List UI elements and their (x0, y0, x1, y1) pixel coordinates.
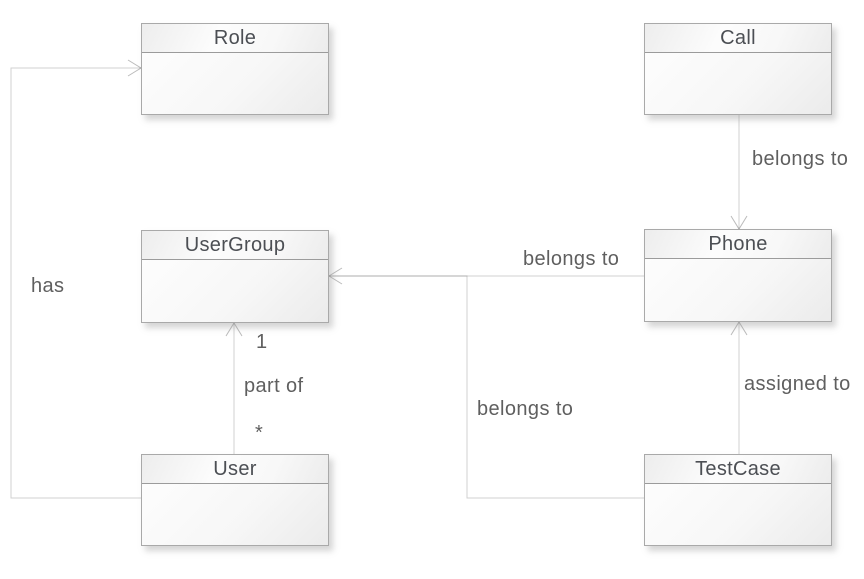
edge-testcase-belongsto-usergroup[interactable] (329, 275, 644, 499)
arrowhead-phone-belongsto-usergroup (328, 267, 343, 285)
node-body-call (645, 53, 831, 114)
node-title-testcase: TestCase (645, 455, 831, 484)
node-body-user (142, 484, 328, 545)
node-body-phone (645, 259, 831, 321)
class-node-usergroup[interactable]: UserGroup (141, 230, 329, 323)
node-title-phone: Phone (645, 230, 831, 259)
node-body-testcase (645, 484, 831, 545)
arrowhead-testcase-assignedto-phone (730, 321, 748, 336)
edge-user-partof-usergroup[interactable] (225, 322, 243, 454)
class-node-phone[interactable]: Phone (644, 229, 832, 322)
edge-label-user-partof-usergroup-2[interactable]: * (255, 422, 264, 444)
edge-phone-belongsto-usergroup[interactable] (328, 267, 644, 285)
node-title-role: Role (142, 24, 328, 53)
edge-label-phone-belongsto-usergroup-0[interactable]: belongs to (523, 248, 620, 270)
edge-label-user-partof-usergroup-1[interactable]: part of (244, 375, 304, 397)
node-body-usergroup (142, 260, 328, 322)
node-title-user: User (142, 455, 328, 484)
node-body-role (142, 53, 328, 114)
node-title-usergroup: UserGroup (142, 231, 328, 260)
class-node-role[interactable]: Role (141, 23, 329, 115)
node-title-call: Call (645, 24, 831, 53)
edge-label-call-belongsto-phone-0[interactable]: belongs to (752, 148, 849, 170)
edge-label-testcase-belongsto-usergroup-0[interactable]: belongs to (477, 398, 574, 420)
edge-label-testcase-assignedto-phone-0[interactable]: assigned to (744, 373, 851, 395)
edge-label-user-partof-usergroup-0[interactable]: 1 (256, 331, 268, 353)
arrowhead-user-partof-usergroup (225, 322, 243, 337)
class-node-call[interactable]: Call (644, 23, 832, 115)
edge-testcase-assignedto-phone[interactable] (730, 321, 748, 454)
class-node-testcase[interactable]: TestCase (644, 454, 832, 546)
edge-label-user-has-role-0[interactable]: has (31, 275, 65, 297)
class-node-user[interactable]: User (141, 454, 329, 546)
edge-line-testcase-belongsto-usergroup[interactable] (329, 275, 644, 499)
edge-call-belongsto-phone[interactable] (730, 115, 748, 230)
edge-line-user-has-role[interactable] (10, 67, 141, 499)
